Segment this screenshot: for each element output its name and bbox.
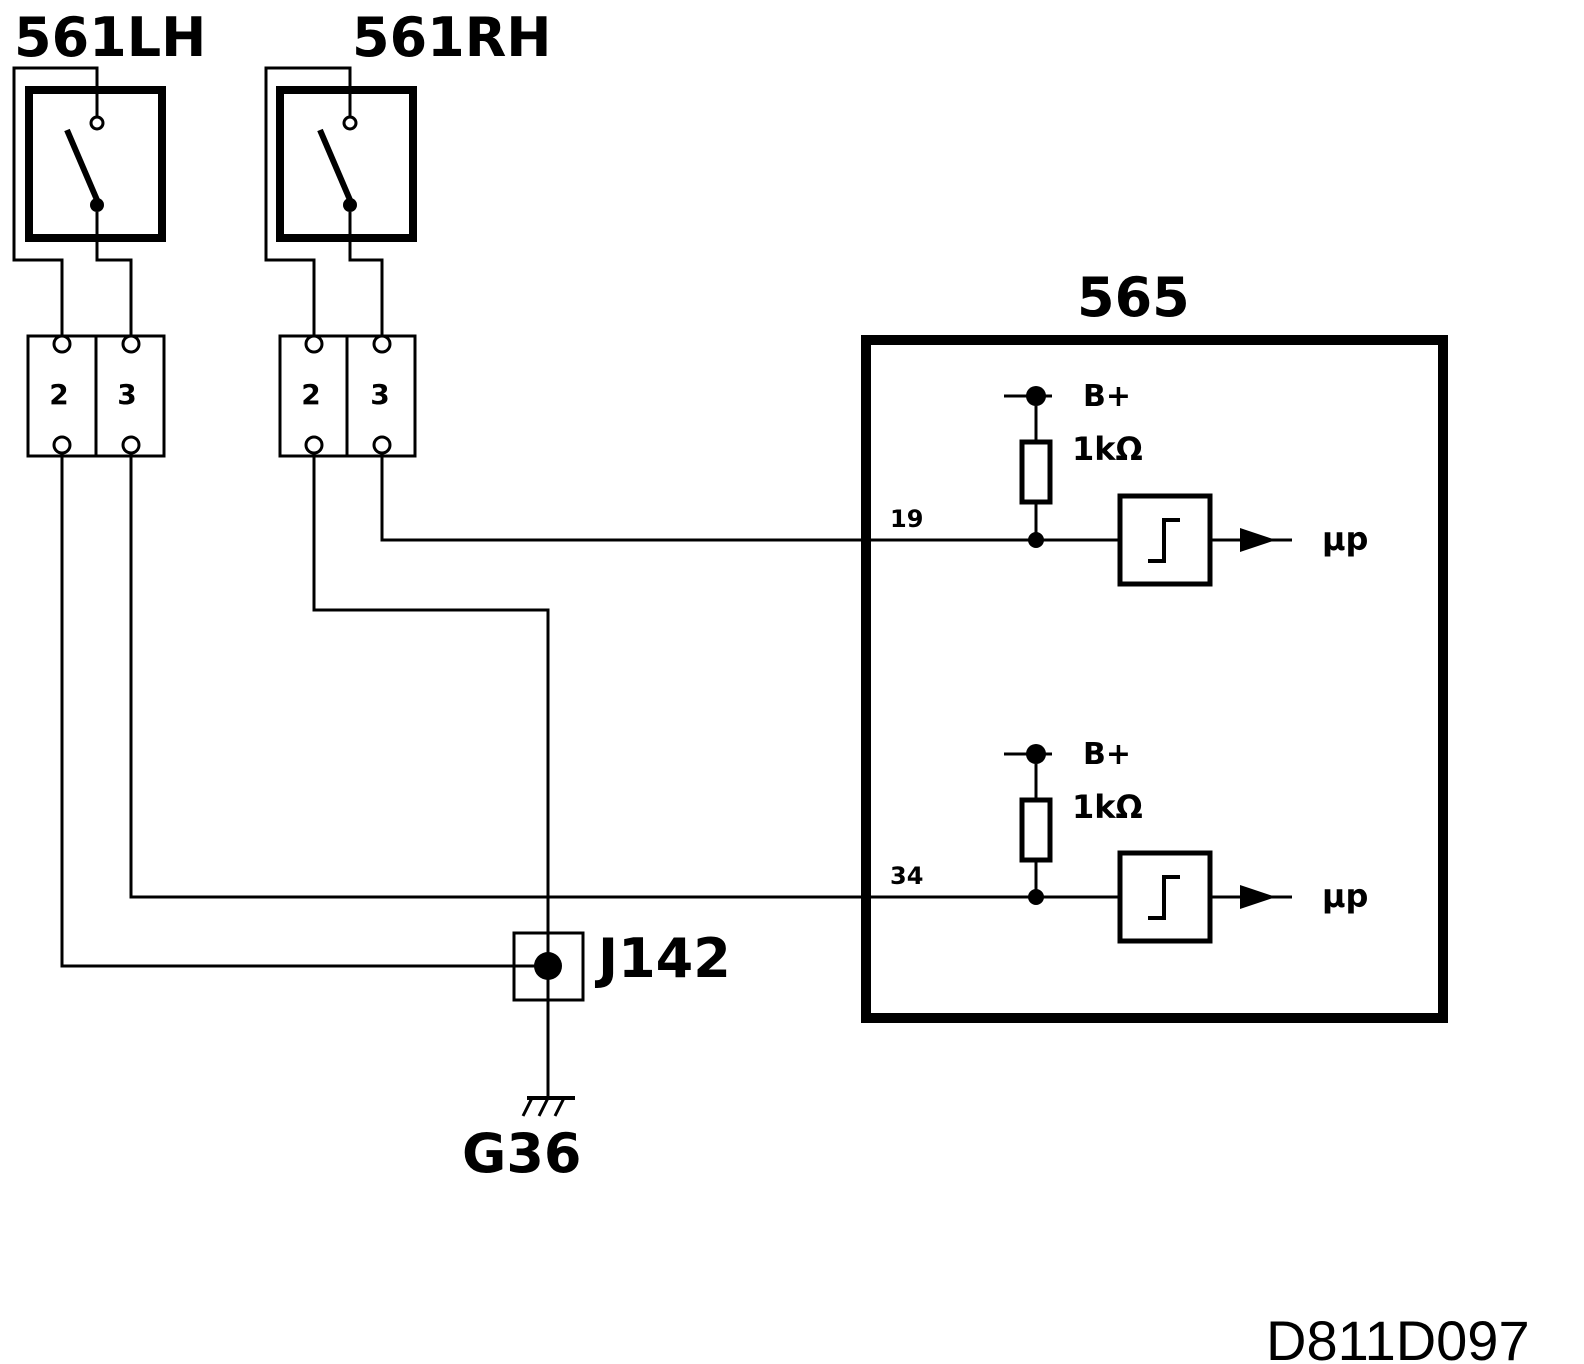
ground-g36: G36	[462, 1096, 581, 1185]
schmitt-trigger-symbol	[1148, 875, 1180, 920]
pin-label: 2	[301, 378, 320, 411]
input-channel-34: 34 B+ 1kΩ μp	[890, 737, 1368, 944]
figure-id: D811D097	[1266, 1309, 1530, 1364]
switch-contact-open	[342, 115, 358, 131]
pin-label: 3	[117, 378, 136, 411]
pull-up-resistor	[1019, 439, 1053, 505]
connector-terminal	[372, 435, 392, 455]
pull-up-resistor	[1019, 797, 1053, 863]
output-arrow	[1240, 528, 1276, 552]
output-arrow	[1240, 885, 1276, 909]
connector-terminal	[304, 435, 324, 455]
connector-terminal	[304, 334, 324, 354]
pin-number: 34	[890, 862, 923, 890]
connector-terminal	[372, 334, 392, 354]
switch-pivot	[343, 198, 357, 212]
pin-label: 2	[49, 378, 68, 411]
pin-number: 19	[890, 505, 923, 533]
switch-blade	[317, 128, 353, 202]
ground-hatch	[537, 1097, 550, 1117]
supply-node	[1026, 386, 1046, 406]
supply-label: B+	[1083, 737, 1131, 772]
wire-rh3-to-19	[380, 453, 1032, 542]
wire	[95, 212, 133, 335]
connector-561lh: 2 3	[26, 334, 166, 458]
connector-terminal	[121, 435, 141, 455]
connector-terminal	[121, 334, 141, 354]
wire-lh2-to-j142	[60, 453, 541, 968]
input-channel-19: 19 B+ 1kΩ μp	[890, 379, 1368, 587]
connector-561rh: 2 3	[278, 334, 417, 458]
ground-hatch	[553, 1097, 566, 1117]
junction-j142: J142	[512, 927, 731, 1002]
wire	[12, 66, 99, 335]
schmitt-trigger-symbol	[1148, 518, 1180, 563]
junction-node	[534, 952, 562, 980]
module-565: 565 19 B+ 1kΩ μp 34 B+	[861, 266, 1448, 1023]
connector-terminal	[52, 334, 72, 354]
wire	[348, 212, 384, 335]
ground-label: G36	[462, 1122, 581, 1185]
wire-rh2-to-j142	[312, 453, 550, 965]
module-body	[861, 335, 1448, 1023]
resistor-value: 1kΩ	[1072, 788, 1143, 826]
supply-label: B+	[1083, 379, 1131, 414]
harness-wires	[60, 453, 1032, 1098]
wire-lh3-to-34	[129, 453, 1032, 899]
supply-node	[1026, 744, 1046, 764]
switch-blade	[64, 128, 100, 202]
junction-label: J142	[594, 927, 731, 990]
switch-561lh: 561LH 2 3	[12, 6, 206, 458]
switch-contact-open	[89, 115, 105, 131]
wire	[264, 66, 352, 335]
ground-hatch	[521, 1097, 534, 1117]
switch-body	[276, 86, 417, 242]
junction-box	[512, 931, 585, 1002]
output-label: μp	[1322, 877, 1368, 915]
switch-pivot	[90, 198, 104, 212]
resistor-value: 1kΩ	[1072, 430, 1143, 468]
switch-label: 561LH	[14, 6, 206, 69]
output-label: μp	[1322, 520, 1368, 558]
switch-label: 561RH	[352, 6, 552, 69]
connector-terminal	[52, 435, 72, 455]
pin-label: 3	[370, 378, 389, 411]
module-label: 565	[1077, 266, 1190, 329]
switch-561rh: 561RH 2 3	[264, 6, 552, 458]
